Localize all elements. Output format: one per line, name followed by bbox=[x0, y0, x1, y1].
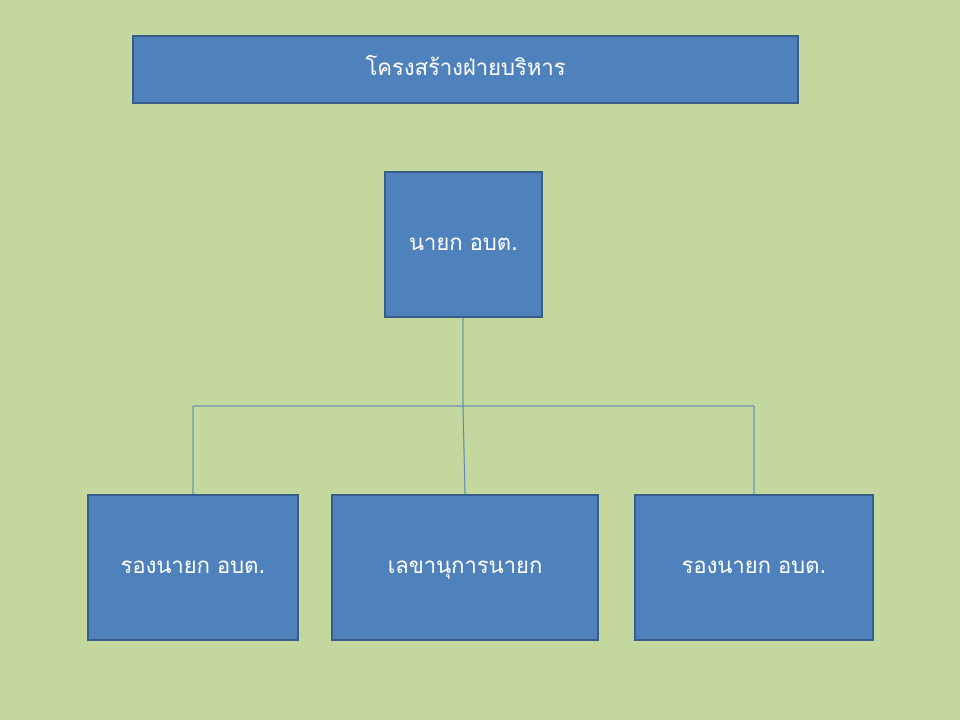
org-node-label: รองนายก อบต. bbox=[120, 554, 266, 580]
connector-to-secretary bbox=[462, 405, 466, 495]
org-node-deputy-left: รองนายก อบต. bbox=[87, 494, 299, 641]
org-node-secretary: เลขานุการนายก bbox=[331, 494, 599, 641]
org-node-label: เลขานุการนายก bbox=[387, 554, 543, 580]
page-title: โครงสร้างฝ่ายบริหาร bbox=[365, 56, 566, 82]
org-node-deputy-right: รองนายก อบต. bbox=[634, 494, 874, 641]
org-node-label: รองนายก อบต. bbox=[681, 554, 827, 580]
title-box: โครงสร้างฝ่ายบริหาร bbox=[132, 35, 799, 104]
org-node-head: นายก อบต. bbox=[384, 171, 543, 318]
org-node-label: นายก อบต. bbox=[408, 231, 519, 257]
